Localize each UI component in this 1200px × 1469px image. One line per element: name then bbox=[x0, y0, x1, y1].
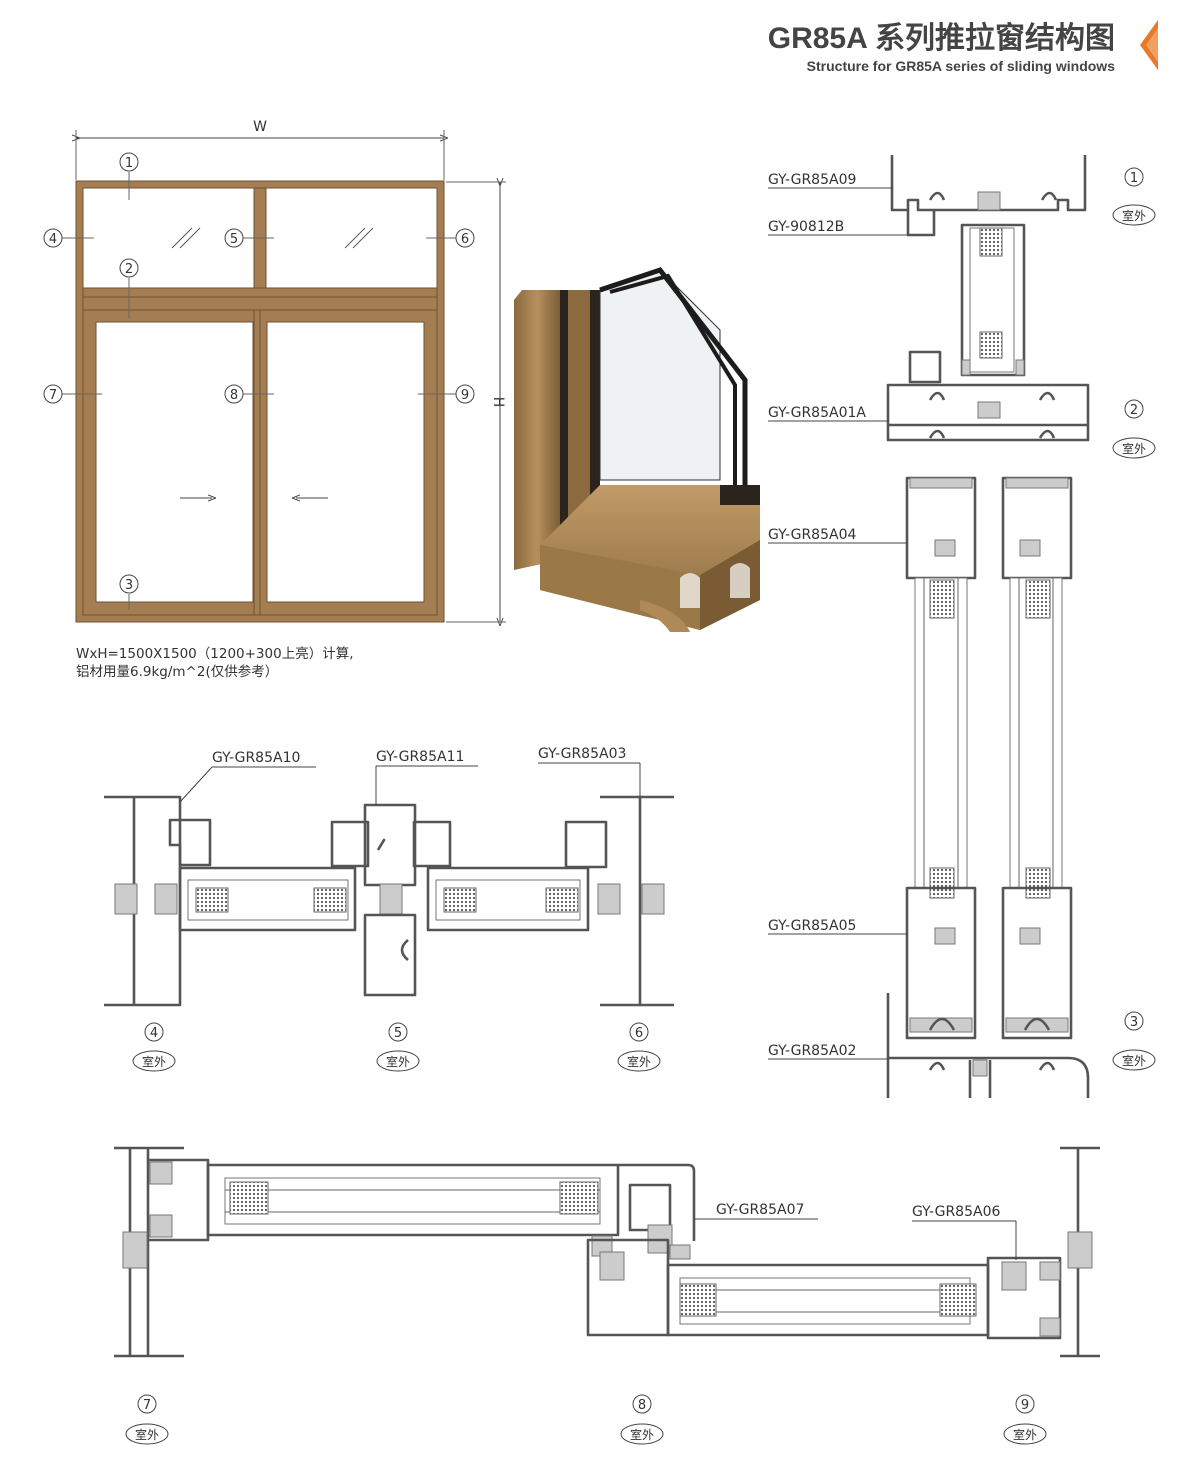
svg-text:4: 4 bbox=[150, 1026, 158, 1041]
corner-3d-render bbox=[514, 267, 760, 632]
calc-note-line2: 铝材用量6.9kg/m^2(仅供参考） bbox=[76, 663, 278, 680]
label-A06: GY-GR85A06 bbox=[912, 1204, 1000, 1220]
callout-3: 3 bbox=[119, 574, 139, 610]
svg-text:6: 6 bbox=[635, 1026, 643, 1041]
callout-8: 8 bbox=[224, 384, 274, 404]
label-A01A: GY-GR85A01A bbox=[768, 405, 866, 421]
label-90812B: GY-90812B bbox=[768, 219, 844, 235]
width-label: W bbox=[253, 119, 267, 135]
horizontal-section-789: GY-GR85A07 GY-GR85A06 7 室外 8 室外 9 室外 bbox=[114, 1146, 1100, 1445]
svg-text:3: 3 bbox=[1130, 1015, 1138, 1030]
transom bbox=[82, 287, 438, 311]
section-marker-1: 1 室外 bbox=[1112, 167, 1156, 226]
svg-text:5: 5 bbox=[230, 232, 238, 247]
label-A10: GY-GR85A10 bbox=[212, 750, 300, 766]
section-marker-7: 7 室外 bbox=[125, 1394, 169, 1445]
callout-6: 6 bbox=[426, 228, 475, 248]
svg-text:室外: 室外 bbox=[142, 1054, 166, 1069]
callout-2: 2 bbox=[119, 258, 139, 318]
section-marker-2: 2 室外 bbox=[1112, 399, 1156, 459]
svg-text:室外: 室外 bbox=[386, 1054, 410, 1069]
section-marker-8: 8 室外 bbox=[620, 1394, 664, 1445]
svg-text:9: 9 bbox=[1021, 1398, 1029, 1413]
section-marker-5: 5 室外 bbox=[376, 1022, 420, 1072]
vertical-section: GY-GR85A09 GY-90812B GY-GR85A01A GY-GR85… bbox=[768, 155, 1156, 1098]
page-subtitle: Structure for GR85A series of sliding wi… bbox=[807, 58, 1116, 74]
svg-text:室外: 室外 bbox=[630, 1427, 654, 1442]
window-elevation: W H 1 2 3 4 5 6 7 8 9 bbox=[43, 119, 506, 680]
label-A02: GY-GR85A02 bbox=[768, 1043, 856, 1059]
svg-text:7: 7 bbox=[49, 388, 57, 403]
label-A05: GY-GR85A05 bbox=[768, 918, 856, 934]
label-A09: GY-GR85A09 bbox=[768, 172, 856, 188]
glass-mark-icon bbox=[171, 227, 193, 249]
callout-5: 5 bbox=[224, 228, 274, 248]
horizontal-section-456: GY-GR85A10 GY-GR85A11 GY-GR85A03 4 室外 5 … bbox=[104, 746, 674, 1072]
svg-text:室外: 室外 bbox=[627, 1054, 651, 1069]
section-marker-9: 9 室外 bbox=[1003, 1394, 1047, 1445]
svg-text:室外: 室外 bbox=[1122, 441, 1146, 456]
callout-4: 4 bbox=[43, 228, 94, 248]
section-marker-6: 6 室外 bbox=[617, 1022, 661, 1072]
svg-text:1: 1 bbox=[125, 156, 133, 171]
section-marker-3: 3 室外 bbox=[1112, 1011, 1156, 1071]
glass-mark-icon bbox=[344, 227, 366, 249]
svg-text:室外: 室外 bbox=[135, 1427, 159, 1442]
svg-text:室外: 室外 bbox=[1122, 208, 1146, 223]
callout-1: 1 bbox=[119, 152, 139, 200]
svg-text:1: 1 bbox=[1130, 171, 1138, 186]
label-A11: GY-GR85A11 bbox=[376, 749, 464, 765]
accent-arrow-highlight bbox=[1146, 28, 1158, 62]
svg-text:6: 6 bbox=[461, 232, 469, 247]
svg-text:2: 2 bbox=[1130, 403, 1138, 418]
svg-text:室外: 室外 bbox=[1122, 1053, 1146, 1068]
svg-text:3: 3 bbox=[125, 578, 133, 593]
callout-9: 9 bbox=[418, 384, 475, 404]
height-label: H bbox=[490, 397, 506, 408]
svg-text:2: 2 bbox=[125, 262, 133, 277]
label-A03: GY-GR85A03 bbox=[538, 746, 626, 762]
svg-text:8: 8 bbox=[638, 1398, 646, 1413]
label-A07: GY-GR85A07 bbox=[716, 1202, 804, 1218]
svg-text:7: 7 bbox=[143, 1398, 151, 1413]
svg-text:9: 9 bbox=[461, 388, 469, 403]
svg-text:5: 5 bbox=[394, 1026, 402, 1041]
svg-text:室外: 室外 bbox=[1013, 1427, 1037, 1442]
svg-text:8: 8 bbox=[230, 388, 238, 403]
calc-note-line1: WxH=1500X1500（1200+300上亮）计算, bbox=[76, 645, 354, 662]
svg-text:4: 4 bbox=[49, 232, 57, 247]
label-A04: GY-GR85A04 bbox=[768, 527, 856, 543]
callout-7: 7 bbox=[43, 384, 102, 404]
page-title: GR85A 系列推拉窗结构图 bbox=[768, 21, 1115, 55]
section-marker-4: 4 室外 bbox=[132, 1022, 176, 1072]
